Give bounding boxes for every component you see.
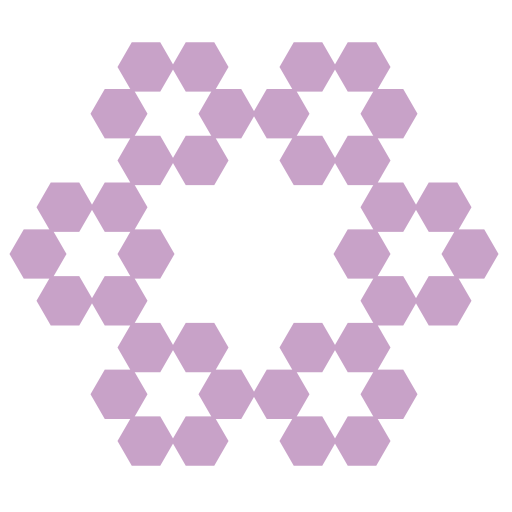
- hexagon: [117, 229, 175, 279]
- hexagon: [360, 369, 418, 419]
- hexagon: [117, 42, 175, 92]
- hexagon: [360, 182, 418, 232]
- hexagon: [252, 369, 310, 419]
- hexagon: [90, 276, 148, 326]
- hexagon: [333, 135, 391, 186]
- hexagon: [9, 229, 67, 279]
- hexagon: [279, 416, 337, 466]
- hexagon-cluster: [90, 322, 256, 466]
- hexagon: [414, 182, 472, 232]
- hexagon: [117, 322, 175, 373]
- hexagon: [414, 276, 472, 326]
- hexagon: [198, 89, 256, 139]
- hexagon-cluster: [252, 322, 418, 466]
- hexagon: [279, 135, 337, 186]
- hexagon-cluster: [90, 42, 256, 186]
- hexaflake-clusters: [9, 42, 499, 466]
- hexagon: [333, 322, 391, 373]
- hexagon-cluster: [9, 182, 175, 326]
- hexagon: [333, 229, 391, 279]
- hexagon: [90, 369, 148, 419]
- hexagon: [279, 42, 337, 92]
- hexagon: [171, 322, 229, 373]
- hexagon: [360, 89, 418, 139]
- hexagon: [36, 276, 94, 326]
- hexagon: [333, 42, 391, 92]
- hexagon: [36, 182, 94, 232]
- hexagon: [171, 42, 229, 92]
- hexagon: [117, 135, 175, 186]
- hexagon: [90, 182, 148, 232]
- hexagon: [90, 89, 148, 139]
- hexagon: [360, 276, 418, 326]
- hexagon: [117, 416, 175, 466]
- hexagon: [171, 416, 229, 466]
- hexagon: [198, 369, 256, 419]
- hexagon: [252, 89, 310, 139]
- hexagon: [441, 229, 499, 279]
- hexagon: [171, 135, 229, 186]
- hexagon-cluster: [333, 182, 499, 326]
- hexagon: [333, 416, 391, 466]
- hexagon: [279, 322, 337, 373]
- hexagon-cluster: [252, 42, 418, 186]
